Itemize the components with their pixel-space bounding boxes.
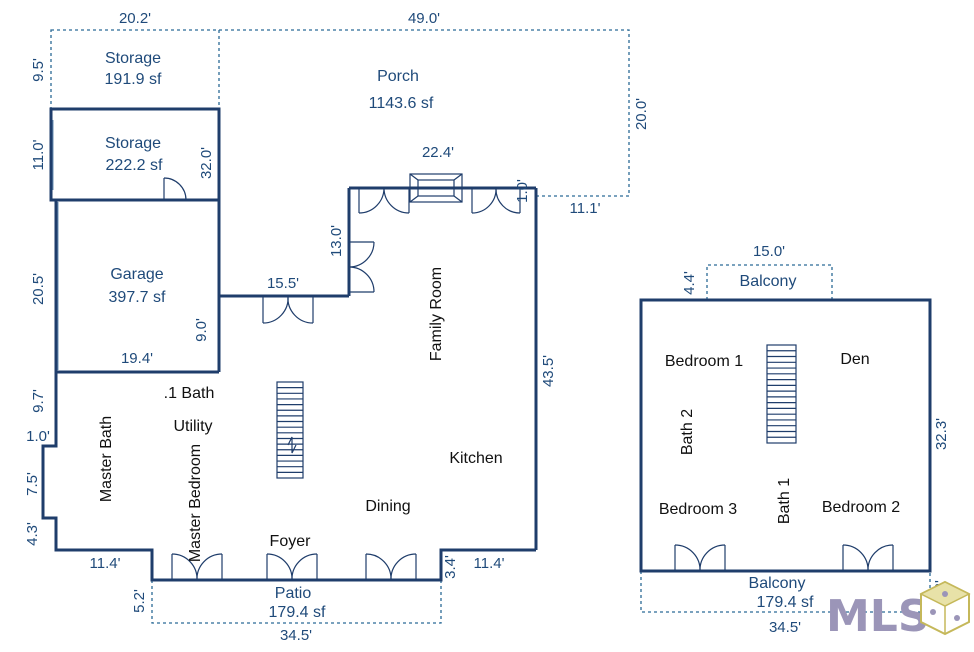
mls-logo-text: MLS — [826, 591, 930, 642]
porch-outline — [219, 29, 630, 197]
dim-balcony-bottom-width: 34.5' — [769, 619, 801, 636]
label-den: Den — [840, 351, 869, 368]
fireplace — [409, 173, 463, 203]
first-floor-stairs — [276, 381, 304, 479]
label-half-bath: .1 Bath — [164, 385, 215, 402]
jog-side-door — [348, 241, 375, 293]
label-patio-area: 179.4 sf — [269, 604, 326, 621]
label-bedroom1: Bedroom 1 — [665, 353, 743, 370]
dim-garage-connector: 15.5' — [267, 275, 299, 292]
dim-garage-height: 20.5' — [30, 273, 47, 305]
dim-garage-width: 19.4' — [121, 350, 153, 367]
dim-left-mid: 7.5' — [24, 472, 41, 496]
dim-bottom-left: 11.4' — [90, 555, 121, 572]
dashed-outlines — [50, 29, 931, 624]
label-utility: Utility — [173, 418, 212, 435]
family-double-door-left — [358, 187, 410, 214]
storage-door — [163, 177, 187, 201]
dim-fireplace-width: 22.4' — [422, 144, 454, 161]
patio-door-right — [365, 553, 417, 581]
label-master-bedroom: Master Bedroom — [187, 444, 204, 562]
dim-storage-height: 11.0' — [30, 139, 47, 170]
first-floor-walls — [41, 107, 538, 582]
patio-outline — [151, 580, 442, 624]
label-storage: Storage — [105, 135, 161, 152]
label-bedroom2: Bedroom 2 — [822, 499, 900, 516]
label-storage-area: 222.2 sf — [106, 157, 163, 174]
dim-family-jog: 13.0' — [328, 225, 345, 257]
doors — [163, 173, 521, 581]
mls-watermark: MLS — [826, 580, 971, 642]
patio-door-left — [171, 553, 223, 581]
dim-upper-side: 32.3' — [933, 418, 950, 450]
label-bath1: Bath 1 — [776, 478, 793, 524]
second-floor-walls — [639, 298, 932, 573]
dim-storage-top-height: 9.5' — [30, 58, 47, 82]
connector-double-door — [262, 295, 314, 324]
label-patio: Patio — [275, 585, 312, 602]
label-dining: Dining — [365, 498, 410, 515]
label-balcony-bottom: Balcony — [749, 575, 806, 592]
balcony-top-outline — [706, 264, 833, 300]
label-foyer: Foyer — [270, 533, 312, 550]
dimension-labels: 20.2' 49.0' 9.5' 20.0' 11.0' 32.0' 22.4'… — [24, 10, 950, 644]
dim-storage-side: 32.0' — [198, 147, 215, 179]
dim-porch-return: 1.0' — [514, 179, 531, 203]
dim-patio-right: 3.4' — [442, 555, 459, 579]
label-porch: Porch — [377, 68, 419, 85]
balcony-door-right — [842, 544, 894, 572]
label-balcony-bottom-area: 179.4 sf — [757, 594, 814, 611]
dim-porch-width: 49.0' — [408, 10, 440, 27]
label-bedroom3: Bedroom 3 — [659, 501, 737, 518]
dim-left-upper: 9.7' — [30, 389, 47, 413]
dim-porch-height: 20.0' — [633, 98, 650, 130]
dim-right-side: 43.5' — [540, 355, 557, 387]
upper-floor-walls — [639, 298, 932, 573]
label-garage: Garage — [110, 266, 163, 283]
label-bath2: Bath 2 — [679, 409, 696, 455]
dim-left-jog: 1.0' — [26, 428, 50, 445]
second-floor-stairs — [766, 344, 797, 444]
storage-walls — [49, 107, 221, 202]
dim-balcony-top-width: 15.0' — [753, 243, 785, 260]
label-storage-top-area: 191.9 sf — [105, 71, 162, 88]
family-double-door-right — [471, 187, 521, 214]
storage-top-outline — [50, 29, 220, 110]
label-balcony-top: Balcony — [740, 273, 797, 290]
dim-balcony-top-depth: 4.4' — [681, 271, 698, 295]
label-porch-area: 1143.6 sf — [369, 95, 434, 112]
second-floor-doors — [674, 544, 894, 572]
label-master-bath: Master Bath — [98, 416, 115, 502]
dim-porch-offset: 11.1' — [570, 200, 601, 217]
dim-bottom-right: 11.4' — [474, 555, 505, 572]
label-storage-top: Storage — [105, 50, 161, 67]
lower-perimeter-wall — [41, 372, 536, 582]
room-labels: Storage 191.9 sf Porch 1143.6 sf Storage… — [98, 50, 900, 621]
dim-garage-side: 9.0' — [193, 318, 210, 342]
dim-patio-width: 34.5' — [280, 627, 312, 644]
patio-door-center — [266, 553, 318, 581]
dim-patio-height: 5.2' — [131, 589, 148, 613]
label-kitchen: Kitchen — [449, 450, 502, 467]
dim-left-low: 4.3' — [24, 522, 41, 546]
mls-cube-icon — [919, 580, 971, 636]
dim-storage-top-width: 20.2' — [119, 10, 151, 27]
label-family-room: Family Room — [428, 267, 445, 361]
label-garage-area: 397.7 sf — [109, 289, 166, 306]
balcony-door-left — [674, 544, 726, 572]
